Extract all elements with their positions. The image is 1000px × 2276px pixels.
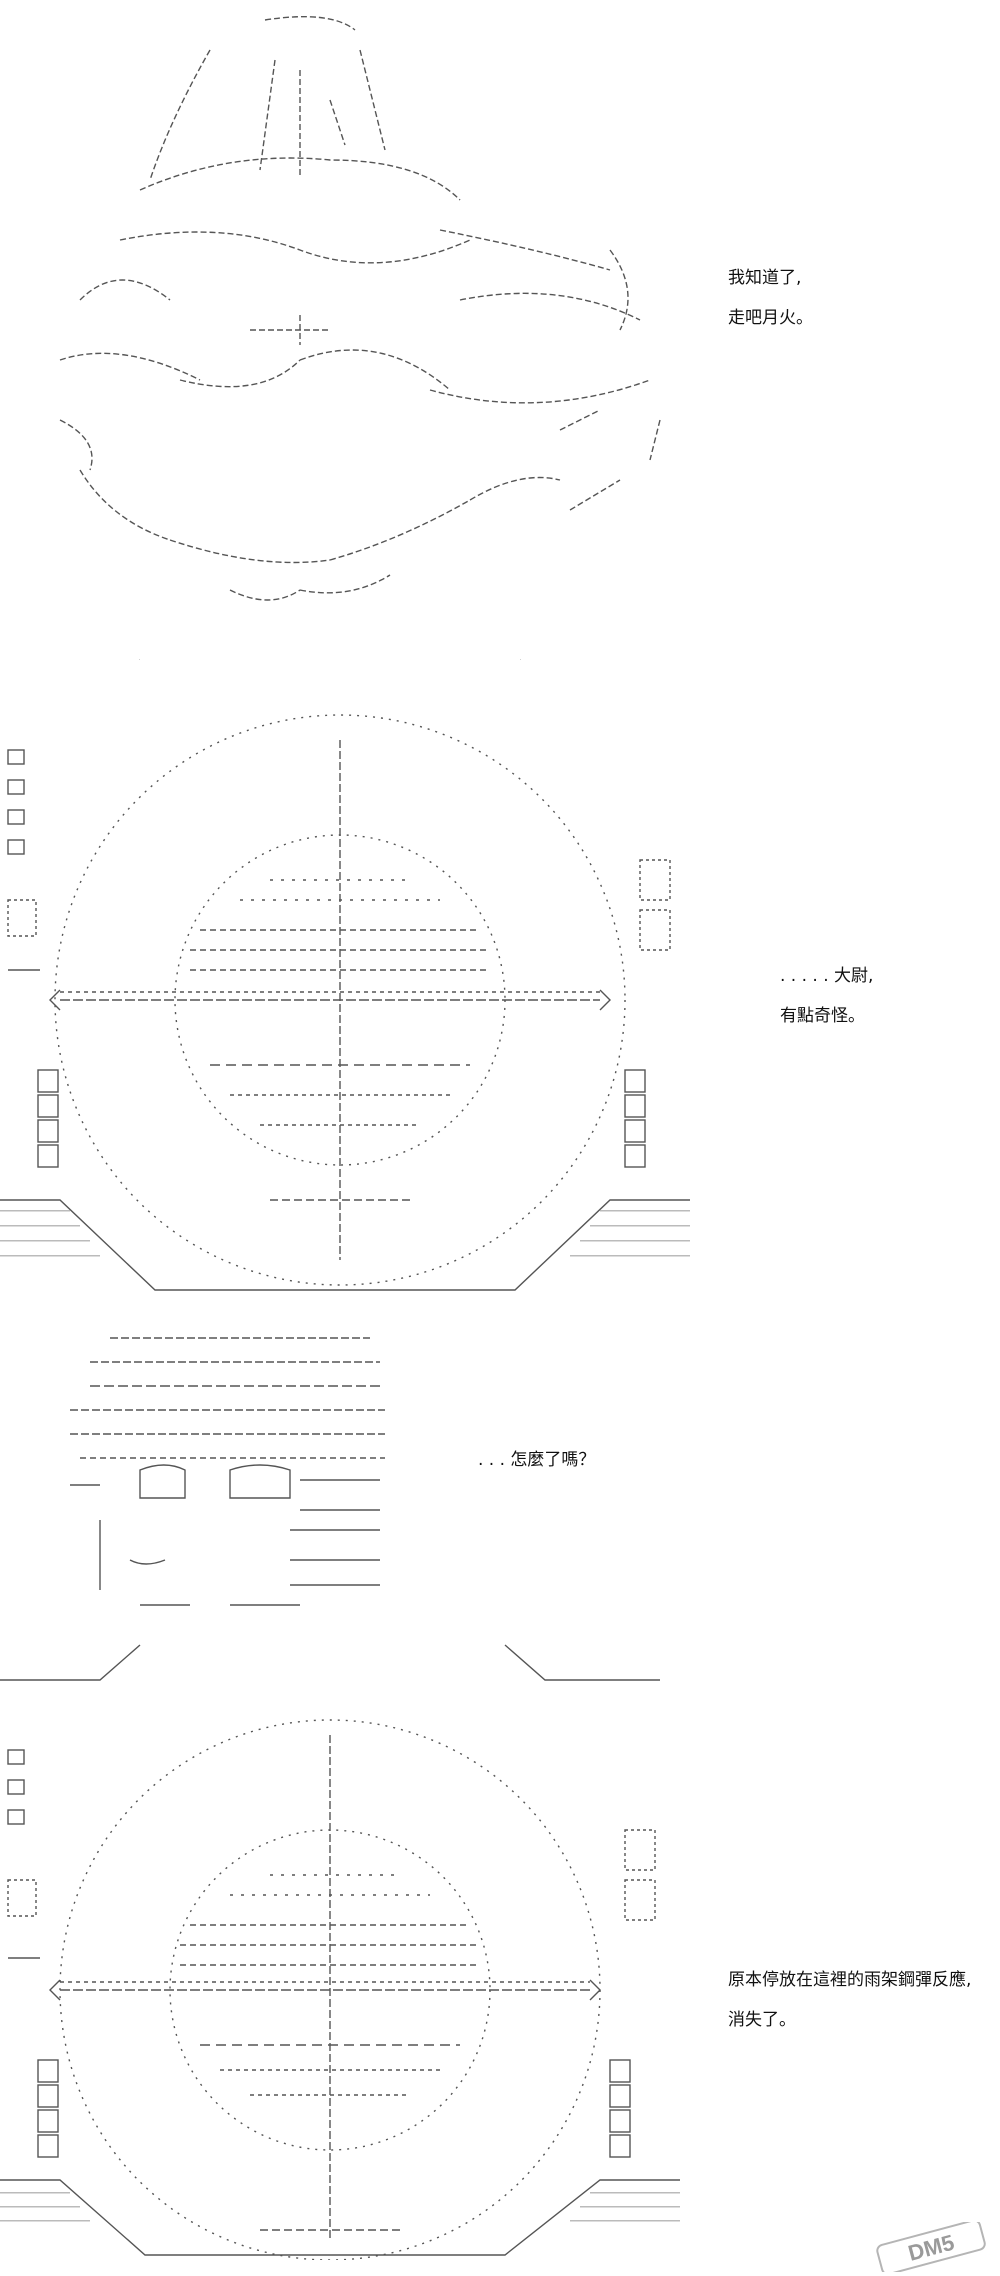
dialog-line: . . . . . 大尉,: [780, 966, 874, 986]
dialog-line: 有點奇怪。: [780, 1006, 865, 1026]
panel-2-dialog: . . . . . 大尉, 有點奇怪。: [780, 956, 873, 1036]
dialog-line: 我知道了,: [728, 268, 802, 288]
scope-reticle-art: [0, 1644, 680, 2260]
scope-reticle-art: [0, 714, 690, 1291]
dialog-line: 原本停放在這裡的雨架鋼彈反應,: [728, 1970, 972, 1990]
dialog-line: 消失了。: [728, 2010, 796, 2030]
panel-3: . . . 怎麼了嗎？: [0, 1320, 1000, 1640]
dialog-line: 走吧月火。: [728, 308, 813, 328]
panel-1: 我知道了, 走吧月火。: [0, 0, 1000, 660]
panel-2: . . . . . 大尉, 有點奇怪。: [0, 700, 1000, 1300]
panel-4-dialog: 原本停放在這裡的雨架鋼彈反應, 消失了。: [728, 1960, 971, 2040]
character-face-closeup-art: [70, 1337, 385, 1606]
dm5-watermark-logo: DM5: [876, 2222, 986, 2272]
panel-3-dialog: . . . 怎麼了嗎？: [478, 1440, 595, 1480]
watermark-text: DM5: [905, 2230, 956, 2266]
character-portrait-art: [59, 16, 661, 660]
panel-4: 原本停放在這裡的雨架鋼彈反應, 消失了。: [0, 1640, 1000, 2276]
dialog-line: . . . 怎麼了嗎？: [478, 1450, 596, 1470]
panel-1-dialog: 我知道了, 走吧月火。: [728, 258, 813, 338]
